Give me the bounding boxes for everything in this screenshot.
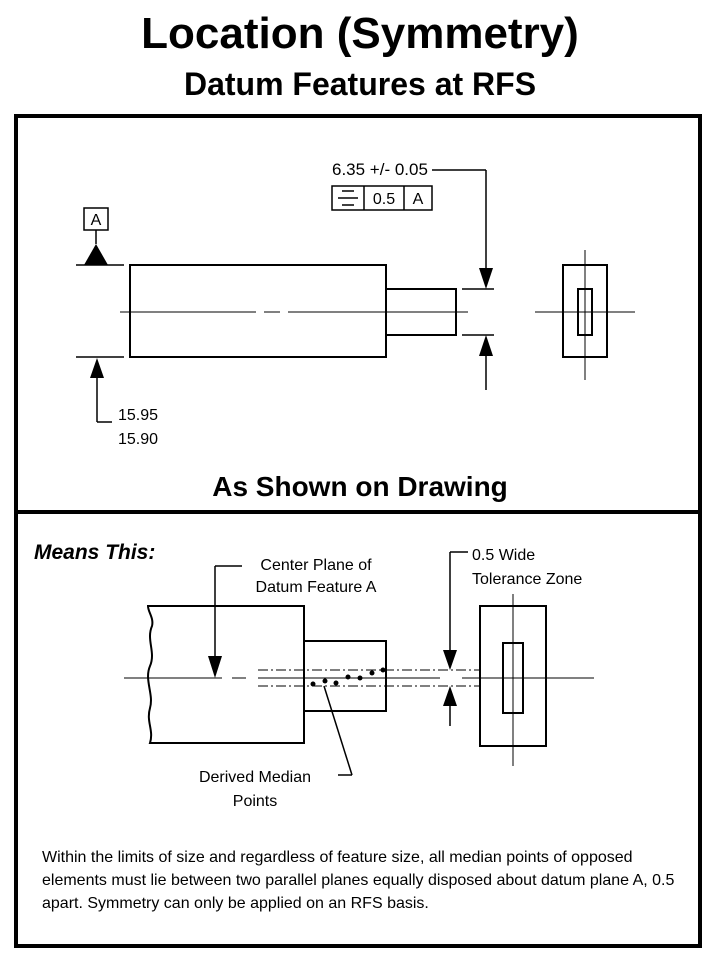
explanatory-note: Within the limits of size and regardless… xyxy=(42,849,675,912)
drawing-caption: As Shown on Drawing xyxy=(212,471,508,502)
width-dimension-min: 15.90 xyxy=(118,431,159,448)
length-dimension: 6.35 +/- 0.05 xyxy=(332,160,428,179)
means-this-heading: Means This: xyxy=(34,541,156,564)
diagram-frame xyxy=(14,114,702,948)
section-divider xyxy=(14,510,698,514)
control-frame-tolerance: 0.5 xyxy=(373,191,395,208)
width-dimension-max: 15.95 xyxy=(118,407,159,424)
means-tab xyxy=(303,640,387,712)
median-label-line1: Derived Median xyxy=(198,769,312,786)
broken-part-body xyxy=(146,605,305,744)
center-plane-label-line2: Datum Feature A xyxy=(255,579,377,596)
page-subtitle: Datum Features at RFS xyxy=(183,66,537,102)
zone-label-line2: Tolerance Zone xyxy=(472,571,583,588)
datum-label-text: A xyxy=(91,212,102,229)
median-points xyxy=(310,667,386,687)
part-body xyxy=(129,264,387,358)
median-label-line2: Points xyxy=(232,793,278,810)
center-plane-label-line1: Center Plane of xyxy=(260,557,372,574)
datum-triangle xyxy=(84,244,108,265)
zone-label-line1: 0.5 Wide xyxy=(472,547,536,564)
control-frame-datum: A xyxy=(413,191,424,208)
page-title: Location (Symmetry) xyxy=(141,9,579,58)
